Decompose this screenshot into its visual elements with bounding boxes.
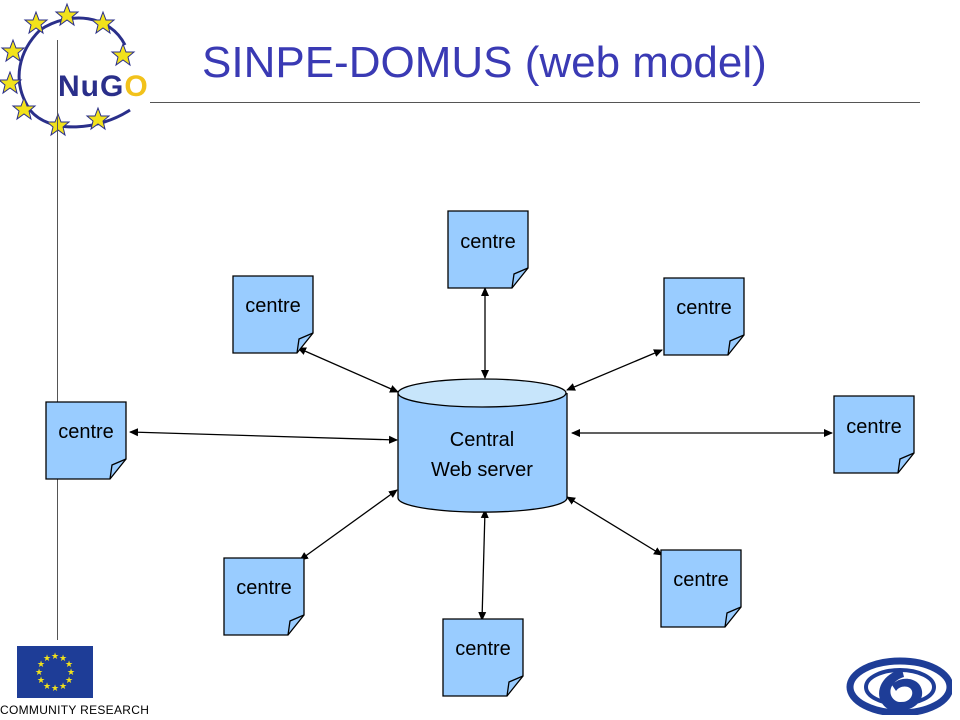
- nugo-wordmark-main: NuG: [58, 70, 125, 103]
- centre-node: centre: [232, 275, 314, 354]
- centre-node: centre: [660, 549, 742, 628]
- centre-label: centre: [455, 638, 511, 660]
- svg-text:★: ★: [67, 668, 75, 678]
- server-label-line2: Web server: [431, 459, 533, 481]
- centre-label: centre: [460, 231, 516, 253]
- centre-label: centre: [236, 577, 292, 599]
- centre-node: centre: [833, 395, 915, 474]
- connectors: [129, 287, 833, 621]
- svg-text:★: ★: [43, 654, 51, 664]
- svg-text:★: ★: [51, 684, 59, 694]
- fp6-logo-icon: [846, 657, 952, 715]
- nugo-wordmark: NuGO: [58, 70, 149, 104]
- left-divider: [57, 40, 58, 640]
- nugo-logo: NuGO: [0, 0, 170, 140]
- nugo-star-ring: [0, 2, 136, 137]
- connector-left: [129, 428, 398, 444]
- connector-upper-right: [566, 349, 663, 391]
- server-label-line1: Central: [450, 429, 514, 451]
- centre-node: centre: [442, 618, 524, 697]
- svg-text:★: ★: [65, 660, 73, 670]
- eu-stars-icon: ★★★ ★★★ ★★★ ★★★: [35, 652, 75, 694]
- centre-label: centre: [673, 569, 729, 591]
- title-divider: [150, 102, 920, 103]
- svg-text:★: ★: [51, 652, 59, 662]
- centre-node: centre: [663, 277, 745, 356]
- svg-text:★: ★: [65, 676, 73, 686]
- svg-text:★: ★: [59, 654, 67, 664]
- centre-node: centre: [45, 401, 127, 480]
- centre-node: centre: [447, 210, 529, 289]
- centre-label: centre: [846, 416, 902, 438]
- centre-node: centre: [223, 557, 305, 636]
- eu-flag: ★★★ ★★★ ★★★ ★★★: [17, 646, 93, 698]
- svg-text:★: ★: [43, 682, 51, 692]
- slide-title: SINPE-DOMUS (web model): [202, 38, 767, 87]
- central-server: Central Web server: [397, 378, 568, 513]
- connector-upper-left: [297, 347, 399, 393]
- centre-label: centre: [676, 297, 732, 319]
- centre-label: centre: [245, 295, 301, 317]
- svg-text:★: ★: [35, 668, 43, 678]
- connector-lower-right: [566, 496, 663, 556]
- nugo-wordmark-accent: O: [124, 70, 149, 103]
- centre-label: centre: [58, 421, 114, 443]
- connector-bottom: [478, 509, 489, 621]
- svg-text:★: ★: [37, 676, 45, 686]
- connector-lower-left: [299, 489, 398, 561]
- svg-text:★: ★: [59, 682, 67, 692]
- eu-caption: COMMUNITY RESEARCH: [0, 703, 150, 717]
- svg-text:★: ★: [37, 660, 45, 670]
